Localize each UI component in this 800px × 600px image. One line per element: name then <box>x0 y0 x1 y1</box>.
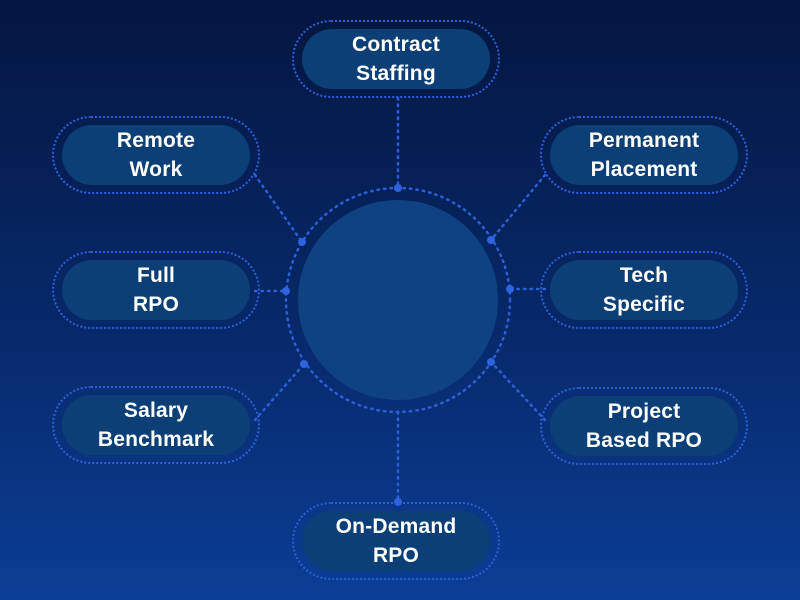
node-halo-salary-benchmark <box>52 386 260 464</box>
node-label-line: RPO <box>132 293 180 316</box>
node-salary-benchmark: Salary Benchmark <box>62 395 250 455</box>
node-full-rpo: Full RPO <box>62 260 250 320</box>
node-label-line: Contract <box>352 33 440 56</box>
node-project-based-rpo: Project Based RPO <box>550 396 738 456</box>
connector-remote-work <box>253 173 304 244</box>
node-label-line: Remote <box>116 129 196 152</box>
node-label-line: Based RPO <box>585 429 703 452</box>
node-halo-on-demand-rpo <box>292 502 500 580</box>
connector-project-based-rpo <box>489 360 547 422</box>
node-label-line: Specific <box>602 293 686 316</box>
node-label-line: On-Demand <box>335 515 457 538</box>
node-halo-remote-work <box>52 116 260 194</box>
junction-dot <box>300 360 308 368</box>
node-label-line: RPO <box>372 544 420 567</box>
junction-dot <box>487 236 495 244</box>
junction-dots <box>282 184 514 506</box>
node-contract-staffing: Contract Staffing <box>302 29 490 89</box>
node-label-line: Salary <box>123 399 189 422</box>
node-label-line: Full <box>136 264 176 287</box>
node-halo-contract-staffing <box>292 20 500 98</box>
node-remote-work: Remote Work <box>62 125 250 185</box>
node-halo-project-based-rpo <box>540 387 748 465</box>
junction-dot <box>282 287 290 295</box>
junction-dot <box>394 184 402 192</box>
junction-dot <box>487 358 495 366</box>
hub-circle <box>298 200 498 400</box>
node-permanent-placement: Permanent Placement <box>550 125 738 185</box>
node-label-line: Staffing <box>356 62 436 85</box>
node-label-line: Benchmark <box>97 428 215 451</box>
junction-dot <box>506 285 514 293</box>
connector-salary-benchmark <box>253 362 306 422</box>
node-label-line: Work <box>129 158 183 181</box>
node-on-demand-rpo: On-Demand RPO <box>302 511 490 571</box>
node-tech-specific: Tech Specific <box>550 260 738 320</box>
node-label-line: Permanent <box>588 129 700 152</box>
connector-permanent-placement <box>489 173 547 242</box>
node-halo-permanent-placement <box>540 116 748 194</box>
node-halo-tech-specific <box>540 251 748 329</box>
connector-lines <box>253 96 547 504</box>
node-label-line: Project <box>607 400 681 423</box>
node-label-line: Tech <box>619 264 669 287</box>
junction-dot <box>298 238 306 246</box>
node-label-line: Placement <box>590 158 698 181</box>
node-halo-full-rpo <box>52 251 260 329</box>
